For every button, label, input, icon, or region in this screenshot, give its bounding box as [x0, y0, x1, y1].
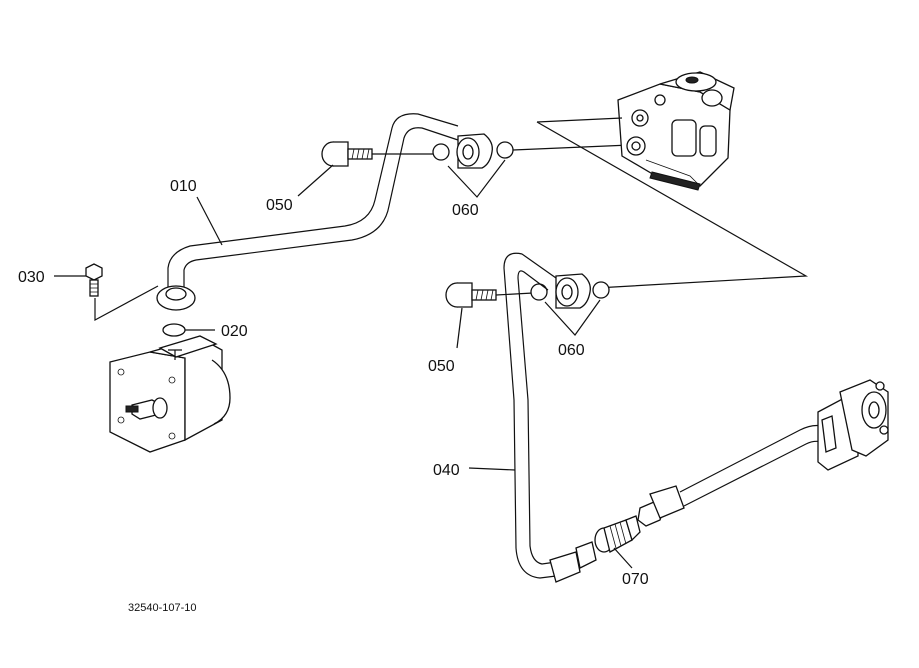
pipe-040: [503, 252, 597, 583]
pipe-010: [156, 113, 459, 311]
steering-motor: [817, 379, 889, 471]
callout-070: 070: [622, 571, 649, 588]
bolt-030: [85, 263, 159, 322]
hose-to-motor: [637, 424, 823, 527]
callout-leaders: [54, 159, 633, 569]
union-060-lower: [530, 273, 610, 309]
figure-code: 32540-107-10: [128, 602, 197, 614]
callout-050-upper: 050: [266, 197, 293, 214]
callout-010: 010: [170, 178, 197, 195]
o-ring-020: [162, 323, 186, 337]
adapter-070: [594, 515, 641, 553]
callout-030: 030: [18, 269, 45, 286]
hydraulic-pump: [109, 335, 231, 453]
banjo-bolt-050-upper: [321, 141, 436, 167]
callout-020: 020: [221, 323, 248, 340]
valve-leader-lines: [536, 117, 809, 289]
callout-060-lower: 060: [558, 342, 585, 359]
callout-060-upper: 060: [452, 202, 479, 219]
union-060-upper: [432, 133, 631, 169]
banjo-bolt-050-lower: [445, 282, 534, 308]
callout-050-lower: 050: [428, 358, 455, 375]
callout-040: 040: [433, 462, 460, 479]
steering-valve: [617, 71, 735, 191]
